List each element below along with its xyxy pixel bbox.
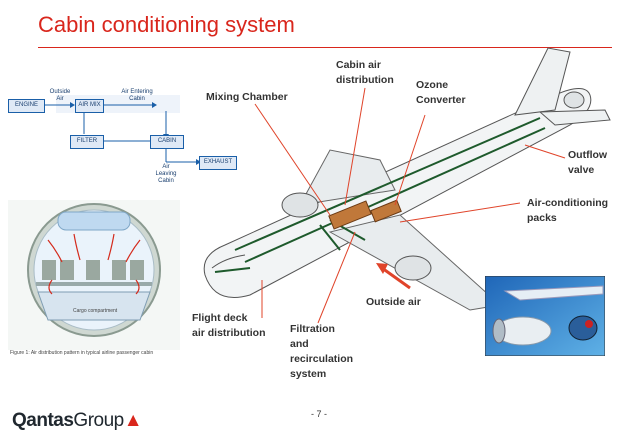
flight-deck-label: Flight deck air distribution	[192, 312, 266, 339]
air-entering-cabin-label: Air Entering Cabin	[121, 89, 153, 102]
cabin-cross-section: Cargo compartment Figure 1: Air distribu…	[8, 200, 180, 356]
qantas-group-logo: QantasGroup▲	[12, 410, 143, 432]
page-number: - 7 -	[310, 409, 327, 419]
filter-box: FILTER	[70, 135, 104, 149]
mixing-chamber-label: Mixing Chamber	[206, 91, 288, 103]
air-mix-box: AIR MIX	[75, 99, 104, 113]
logo-main-text: Qantas	[12, 410, 74, 431]
engine-box: ENGINE	[8, 99, 45, 113]
outside-air-label: Outside air	[366, 296, 421, 308]
outside-air-label: Outside Air	[49, 89, 71, 102]
filtration-label: Filtration and recirculation system	[290, 323, 354, 380]
ozone-converter-label: Ozone Converter	[416, 79, 466, 106]
outflow-valve-label: Outflow valve	[568, 149, 608, 176]
cross-section-caption: Figure 1: Air distribution pattern in ty…	[10, 350, 154, 356]
cross-section-illustration	[8, 200, 180, 355]
cabin-air-distribution-label: Cabin air distribution	[336, 59, 394, 86]
logo-group-text: Group	[73, 410, 124, 431]
page-title: Cabin conditioning system	[38, 12, 295, 37]
air-leaving-cabin-label: Air Leaving Cabin	[155, 164, 177, 184]
exhaust-box: EXHAUST	[199, 156, 237, 170]
cabin-box: CABIN	[150, 135, 184, 149]
ozone-photo-illustration	[484, 275, 606, 357]
title-divider	[38, 47, 612, 48]
logo-mark-icon: ▲	[123, 410, 143, 431]
air-conditioning-packs-label: Air-conditioning packs	[527, 197, 609, 224]
cargo-compartment-label: Cargo compartment	[73, 308, 118, 314]
ozone-converter-image	[484, 275, 606, 357]
